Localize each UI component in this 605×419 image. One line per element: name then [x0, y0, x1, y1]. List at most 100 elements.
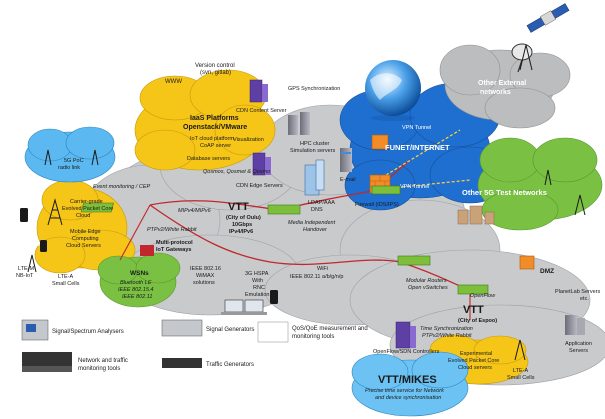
label-other-ext-1: Other External: [478, 80, 526, 87]
label-time-sync-1: Time Synchronization: [420, 326, 473, 332]
label-wimax-3: solutions: [193, 280, 215, 286]
label-lte-small-e: LTE-A: [513, 368, 529, 374]
label-hpc: HPC cluster: [300, 141, 330, 147]
label-wifi-2: IEEE 802.11 a/b/g/n/p: [290, 274, 343, 280]
label-ieee-11: IEEE 802.11: [122, 294, 152, 300]
label-planetlab-2: etc.: [580, 296, 589, 302]
firewall-icon-vpn: [371, 134, 389, 150]
label-wimax-1: IEEE 802.16: [190, 266, 221, 272]
label-carrier-2: Evolved Packet Core: [62, 206, 113, 212]
other-external-cloud: [439, 44, 571, 129]
label-hspa-1: 3G HSPA: [245, 271, 269, 277]
label-bluetooth: Bluetooth LE: [120, 280, 152, 286]
label-vtt-espoo: VTT: [463, 304, 484, 316]
label-mobile-edge-3: Cloud Servers: [66, 243, 101, 249]
label-lte-small: LTE-A: [58, 274, 74, 280]
label-mikes-title: VTT/MIKES: [378, 374, 437, 386]
cell-tower-icons: [27, 44, 586, 361]
label-hspa-3: RNC: [253, 285, 265, 291]
label-wifi-1: WiFi: [317, 266, 328, 272]
label-mikes-1: Precise time service for Network: [365, 388, 444, 394]
label-other-5g: Other 5G Test Networks: [462, 188, 547, 197]
network-links: [119, 129, 471, 320]
label-multi-2: IoT Gateways: [156, 247, 191, 253]
label-app-servers-2: Servers: [569, 348, 588, 354]
openflow-sdn-server-icon: [395, 321, 416, 349]
label-app-servers-1: Application: [565, 341, 592, 347]
label-firewall: Firewall (IDS/IPS): [355, 202, 399, 208]
label-vtt-espoo-sub: (City of Espoo): [458, 318, 497, 324]
cdn-content-server-icon: [249, 79, 268, 103]
label-event-monitoring: Event monitoring / CEP: [93, 184, 150, 190]
label-carrier-1: Carrier-grade: [70, 199, 103, 205]
label-www: WWW: [165, 79, 182, 85]
email-server-icon: [340, 148, 352, 172]
label-mipv4: MIPv4/MIPv6: [178, 208, 212, 214]
label-vpn-2: VPN Tunnel: [400, 184, 429, 190]
label-version-control-sub: (svn, gitlab): [200, 70, 231, 76]
label-openflow: OpenFlow: [470, 293, 496, 299]
label-mobile-edge-1: Mobile Edge: [70, 229, 101, 235]
label-openstack: Openstack/VMware: [183, 124, 247, 131]
label-lte-m: LTE-M: [18, 266, 35, 272]
label-ptpv2-1: PTPv2/White Rabbit: [147, 227, 197, 233]
label-carrier-3: Cloud: [76, 213, 90, 219]
label-vtt-oulu-sub2: 10Gbps: [232, 222, 252, 228]
wsn-cloud: [97, 252, 181, 308]
label-ieee-15-4: IEEE 802.15.4: [118, 287, 153, 293]
legend-signal-analysers: Signal/Spectrum Analysers: [52, 329, 124, 335]
label-dmz: DMZ: [540, 268, 554, 275]
label-gps: GPS Synchronization: [288, 86, 340, 92]
label-exp-epc-1: Experimental: [460, 351, 492, 357]
label-other-ext-2: networks: [480, 89, 511, 96]
legend-signal-generators: Signal Generators: [206, 327, 254, 333]
globe-icon: [365, 60, 421, 121]
label-lte-macro-2: Macro Cell: [14, 242, 40, 248]
label-media-1: Media Independent: [288, 220, 336, 226]
5g-poc-cloud: [24, 126, 116, 183]
grey-core-cloud: [79, 104, 605, 386]
label-visualization: Visualization: [233, 137, 264, 143]
label-media-2: Handover: [303, 227, 328, 233]
ldap-server-icon: [304, 159, 325, 196]
label-5g-poc-2: radio link: [58, 165, 80, 171]
legend-traffic-generators: Traffic Generators: [206, 362, 254, 368]
label-lte-small-2: Small Cells: [52, 281, 80, 287]
label-email: E-mail: [340, 177, 356, 183]
label-mikes-2: and device synchronisation: [375, 395, 441, 401]
legend-network-traffic-1: Network and traffic: [78, 358, 128, 364]
diagram-labels: Version control (svn, gitlab) WWW CDN Co…: [14, 63, 600, 401]
label-wimax-2: WiMAX: [196, 273, 215, 279]
iaas-cloud: [134, 69, 276, 171]
label-5g-poc-1: 5G PoC: [64, 158, 84, 164]
label-dns: DNS: [311, 207, 323, 213]
label-modular-2: Open vSwitches: [408, 285, 448, 291]
legend-network-traffic-2: monitoring tools: [78, 366, 120, 372]
switch-icons: [80, 185, 489, 295]
app-server-icon: [565, 315, 585, 335]
label-cdn-edge: CDN Edge Servers: [236, 183, 283, 189]
label-simulation: Simulation servers: [290, 148, 335, 154]
label-qosmos: Qosmos, Qosmet & Qosmo: [203, 169, 270, 175]
label-planetlab-1: PlanetLab Servers: [555, 289, 600, 295]
cdn-edge-server-icon: [252, 152, 271, 176]
label-wsns: WSNs: [130, 270, 149, 277]
label-coap: CoAP server: [200, 143, 231, 149]
dmz-firewall-icon: [519, 255, 535, 270]
label-exp-epc-3: Cloud servers: [458, 365, 492, 371]
label-openflow-sdn: OpenFlow/SDN Controllers: [373, 349, 440, 355]
label-cdn-content: CDN Content Server: [236, 108, 287, 114]
label-vtt-oulu-sub1: (City of Oulu): [226, 215, 261, 221]
building-icons: [457, 205, 495, 225]
label-hspa-4: Emulation: [245, 292, 269, 298]
label-iot-cloud: IoT cloud platform: [190, 136, 234, 142]
label-hspa-2: With: [252, 278, 263, 284]
other-5g-cloud: [477, 137, 603, 231]
label-mobile-edge-2: Computing: [72, 236, 99, 242]
label-vtt-oulu-sub3: IPv4/IPv6: [229, 229, 253, 235]
device-icons: [20, 208, 278, 315]
mikes-cloud: [351, 351, 469, 417]
label-vpn-1: VPN Tunnel: [402, 125, 431, 131]
